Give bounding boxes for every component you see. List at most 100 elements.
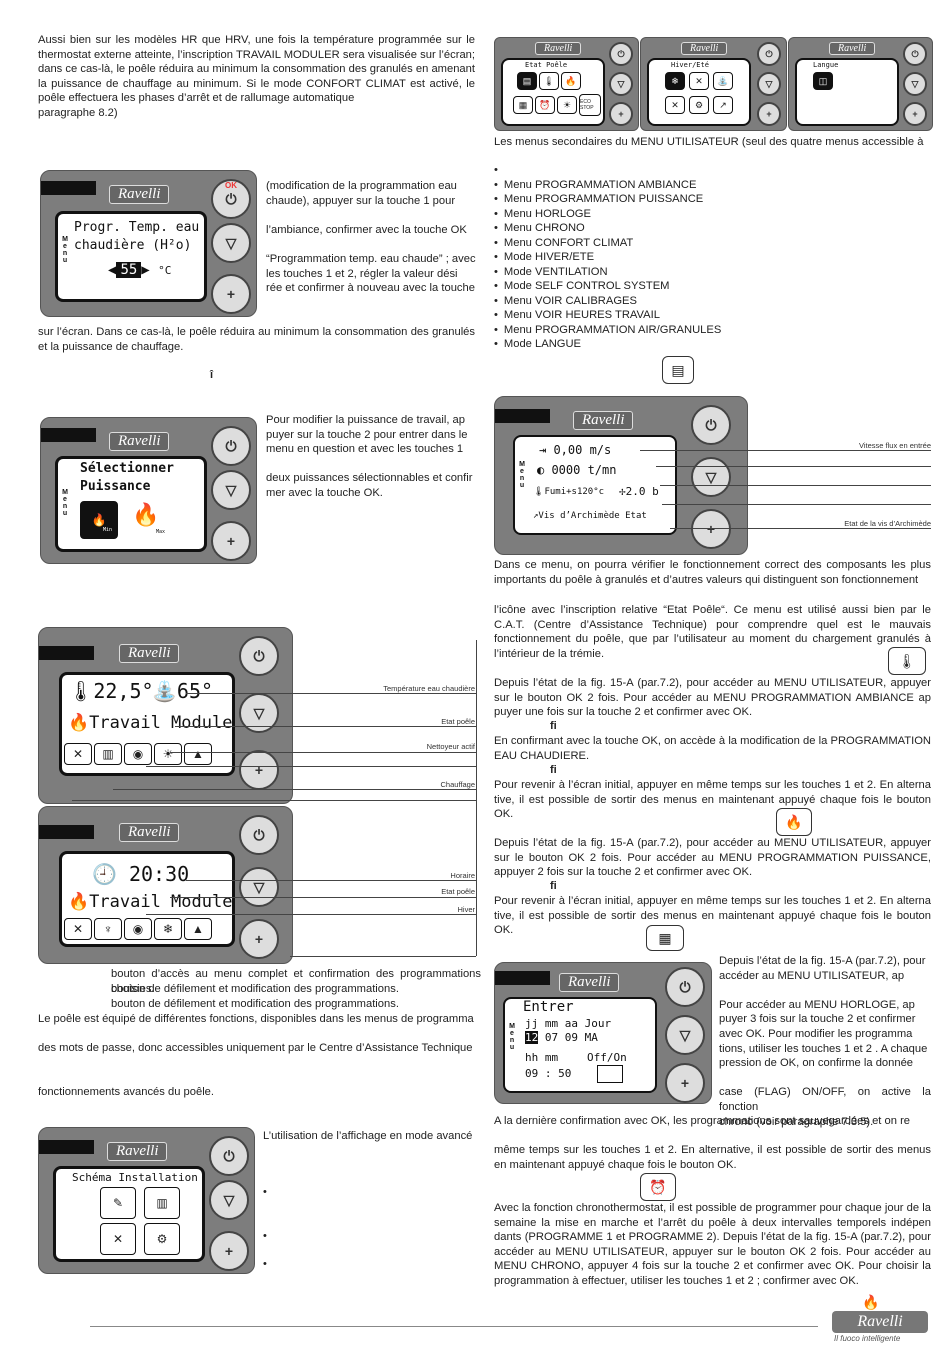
label-water-temp: Température eau chaudière	[383, 684, 475, 693]
pump-icon[interactable]: ⛲	[713, 72, 733, 90]
water-instructions: (modification de la programmation eau ch…	[266, 180, 476, 295]
scroll-down-button[interactable]: ▽	[239, 867, 279, 907]
scroll-down-button[interactable]: ▽	[691, 457, 731, 497]
ok-button[interactable]: ⏻	[609, 42, 633, 66]
label-cleaner: Nettoyeur actif	[426, 742, 475, 751]
calendar-icon[interactable]: ▦	[513, 96, 533, 114]
ok-button[interactable]: ⏻	[211, 426, 251, 466]
ok-button[interactable]: ⏻	[691, 405, 731, 445]
btn-desc-ok: bouton d’accès au menu complet et confir…	[111, 968, 481, 995]
fan-icon[interactable]: ✕	[689, 72, 709, 90]
water-value: 55	[116, 262, 142, 278]
flame-logo-icon: 🔥	[862, 1294, 880, 1310]
alarm-icon[interactable]: ⏰	[535, 96, 555, 114]
language-icon[interactable]: ◫	[813, 72, 833, 90]
footer-brand: Ravelli	[832, 1311, 928, 1333]
screen-title: Hiver/Eté	[671, 61, 709, 69]
clock-time: 🕘 20:30	[92, 862, 190, 886]
cleaner-icon: ◉	[124, 918, 152, 940]
snowflake-icon[interactable]: ❄	[665, 72, 685, 90]
display-screen: 🕘 20:30 🔥Travail Moduler ✕ ♆ ◉ ❄ ▲	[59, 851, 235, 947]
bullet: •	[263, 1230, 267, 1242]
ambiance-paragraph: Depuis l’état de la fig. 15-A (par.7.2),…	[494, 677, 931, 719]
flame-icon[interactable]: 🔥	[561, 72, 581, 90]
exit-paragraph-2: Pour revenir à l’écran initial, appuyer …	[494, 895, 931, 937]
flag-checkbox[interactable]	[597, 1065, 623, 1083]
ok-button[interactable]: ⏻	[757, 42, 781, 66]
thermometer-icon[interactable]: 🌡	[539, 72, 559, 90]
flame-min-icon[interactable]: 🔥	[80, 501, 118, 539]
screen-line1: Sélectionner	[80, 461, 174, 476]
time-value: 09 : 50	[525, 1067, 572, 1080]
list-item: Menu CONFORT CLIMAT	[494, 236, 721, 251]
fan-value: ✢2.0 b	[619, 485, 659, 498]
flame-gear-icon[interactable]: ⚙	[689, 96, 709, 114]
scroll-up-button[interactable]: +	[211, 274, 251, 314]
label-auger-state: Etat de la vis d’Archimède	[844, 519, 931, 528]
scroll-down-button[interactable]: ▽	[609, 72, 633, 96]
water-temp: ⛲65°	[152, 679, 214, 703]
flame-max-icon[interactable]: 🔥	[132, 503, 160, 528]
intro-end: paragraphe 8.2)	[38, 107, 118, 119]
scroll-up-button[interactable]: +	[665, 1063, 705, 1103]
ok-button[interactable]: ⏻	[665, 967, 705, 1007]
display-screen: 🌡22,5° ⛲65° 🔥Travail Moduler ✕ ▥ ◉ ☀ ▲	[59, 672, 235, 776]
scroll-up-button[interactable]: +	[691, 509, 731, 549]
flame-icon: 🔥	[776, 808, 812, 836]
scroll-down-button[interactable]: ▽	[211, 223, 251, 263]
scroll-up-button[interactable]: +	[209, 1231, 249, 1271]
feather-icon[interactable]: ✎	[100, 1187, 136, 1219]
status-paragraph-2: l’icône avec l’inscription relative “Eta…	[494, 604, 931, 660]
list-item: Mode VENTILATION	[494, 265, 721, 280]
water-end: sur l’écran. Dans ce cas-là, le poêle ré…	[38, 326, 475, 353]
scroll-up-button[interactable]: +	[609, 102, 633, 126]
ok-button[interactable]: ⏻	[239, 815, 279, 855]
brand-logo: Ravelli	[119, 644, 180, 663]
thermometer-icon: 🌡	[888, 647, 926, 675]
label-stove-state: Etat poêle	[441, 887, 475, 896]
scroll-down-button[interactable]: ▽	[903, 72, 927, 96]
panel-installation: Ravelli Schéma Installation ✎ ▥ ✕ ⚙ ⏻ ▽ …	[38, 1127, 255, 1274]
settings-icon[interactable]: ⚙	[144, 1223, 180, 1255]
fi-mark: ﬁ	[550, 720, 557, 732]
scroll-up-button[interactable]: +	[903, 102, 927, 126]
list-item: Menu HORLOGE	[494, 207, 721, 222]
tools-icon[interactable]: ✕	[665, 96, 685, 114]
fumes-temp: 🌡Fumi+s120°c	[533, 487, 605, 497]
scroll-down-button[interactable]: ▽	[757, 72, 781, 96]
display-screen: Schéma Installation ✎ ▥ ✕ ⚙	[53, 1166, 205, 1262]
tools-icon[interactable]: ✕	[100, 1223, 136, 1255]
scroll-down-button[interactable]: ▽	[239, 693, 279, 733]
clipboard-icon[interactable]: ▤	[517, 72, 537, 90]
fi-mark: ﬁ	[550, 764, 557, 776]
ok-button[interactable]: ⏻	[209, 1136, 249, 1176]
panel-language-menu: Ravelli Langue ◫ ⏻ ▽ +	[788, 37, 933, 131]
ok-button[interactable]: ⏻	[239, 636, 279, 676]
radiator-icon[interactable]: ▥	[144, 1187, 180, 1219]
auger-icon[interactable]: ↗	[713, 96, 733, 114]
chrono-paragraph: Avec la fonction chronothermostat, il es…	[494, 1202, 931, 1287]
power-paragraph: Depuis l’état de la fig. 15-A (par.7.2),…	[494, 837, 931, 879]
scroll-down-button[interactable]: ▽	[211, 470, 251, 510]
scroll-up-button[interactable]: +	[239, 919, 279, 959]
screen-title: Schéma Installation	[72, 1171, 198, 1184]
scroll-up-button[interactable]: +	[211, 521, 251, 561]
scroll-up-button[interactable]: +	[239, 750, 279, 790]
scroll-down-button[interactable]: ▽	[665, 1015, 705, 1055]
list-item: Mode SELF CONTROL SYSTEM	[494, 279, 721, 294]
list-item: Menu VOIR CALIBRAGES	[494, 294, 721, 309]
min-label: Min	[103, 527, 113, 533]
ok-button[interactable]: ⏻	[903, 42, 927, 66]
list-item: Mode LANGUE	[494, 337, 721, 352]
scroll-down-button[interactable]: ▽	[209, 1180, 249, 1220]
eco-stop-icon[interactable]: ECO STOP	[579, 94, 601, 116]
ok-button[interactable]: ⏻	[211, 179, 251, 219]
fan-icon: ✕	[64, 918, 92, 940]
sun-icon[interactable]: ☀	[557, 96, 577, 114]
scroll-up-button[interactable]: +	[757, 102, 781, 126]
panel-main-status: Ravelli 🌡22,5° ⛲65° 🔥Travail Moduler ✕ ▥…	[38, 627, 293, 804]
